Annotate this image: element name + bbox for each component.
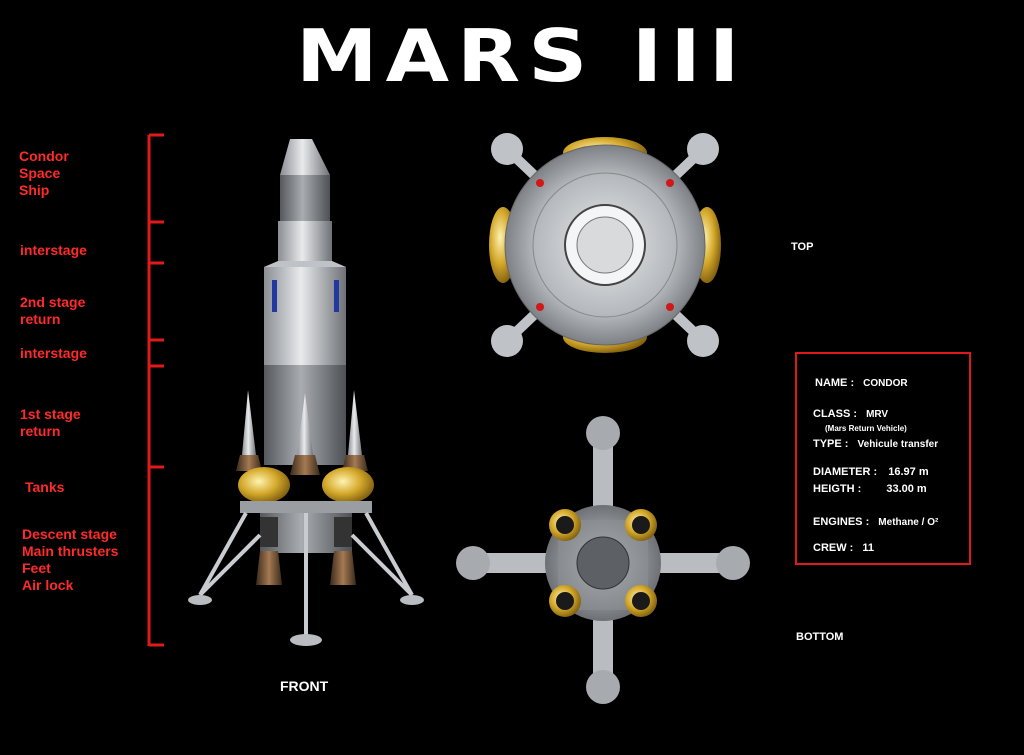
spec-crew-label: CREW :: [813, 542, 854, 554]
spec-name-label: NAME :: [815, 377, 855, 389]
spec-class-note: (Mars Return Vehicle): [825, 424, 907, 433]
specs-panel: NAME : CONDOR CLASS : MRV (Mars Return V…: [795, 352, 971, 565]
front-view-illustration: [188, 139, 424, 646]
spec-height-label: HEIGTH :: [813, 483, 862, 495]
stage-label-condor: Condor Space Ship: [19, 148, 69, 198]
bottom-view-illustration: [456, 416, 750, 704]
spec-crew: CREW : 11: [813, 542, 874, 554]
spec-diameter: DIAMETER : 16.97 m: [813, 466, 929, 478]
spec-class-value: MRV: [866, 409, 889, 420]
spec-class-label: CLASS :: [813, 408, 857, 420]
spec-class: CLASS : MRV: [813, 408, 888, 420]
spec-type-value: Vehicule transfer: [857, 439, 939, 450]
spec-crew-value: 11: [862, 542, 875, 554]
stage-label-interstage-1: interstage: [20, 242, 87, 258]
spec-height-value: 33.00 m: [886, 483, 927, 495]
top-view-illustration: [489, 133, 721, 357]
spec-engines-value: Methane / O²: [878, 517, 939, 528]
spec-name: NAME : CONDOR: [815, 377, 908, 389]
spec-type-label: TYPE :: [813, 438, 849, 450]
stage-label-1st-stage: 1st stage return: [20, 406, 81, 439]
stage-label-tanks: Tanks: [25, 479, 65, 495]
stage-label-descent: Descent stage Main thrusters Feet Air lo…: [22, 526, 119, 593]
spec-name-value: CONDOR: [863, 378, 908, 389]
view-label-top: TOP: [791, 241, 814, 253]
view-label-bottom: BOTTOM: [796, 631, 844, 643]
spec-engines: ENGINES : Methane / O²: [813, 516, 938, 528]
spec-height: HEIGTH : 33.00 m: [813, 483, 927, 495]
spec-engines-label: ENGINES :: [813, 516, 870, 528]
stage-label-interstage-2: interstage: [20, 345, 87, 361]
spec-type: TYPE : Vehicule transfer: [813, 438, 938, 450]
page-title: MARS III: [296, 14, 748, 99]
spec-diameter-value: 16.97 m: [888, 466, 929, 478]
spec-diameter-label: DIAMETER :: [813, 466, 878, 478]
view-label-front: FRONT: [280, 678, 329, 694]
stage-label-2nd-stage: 2nd stage return: [20, 294, 86, 327]
